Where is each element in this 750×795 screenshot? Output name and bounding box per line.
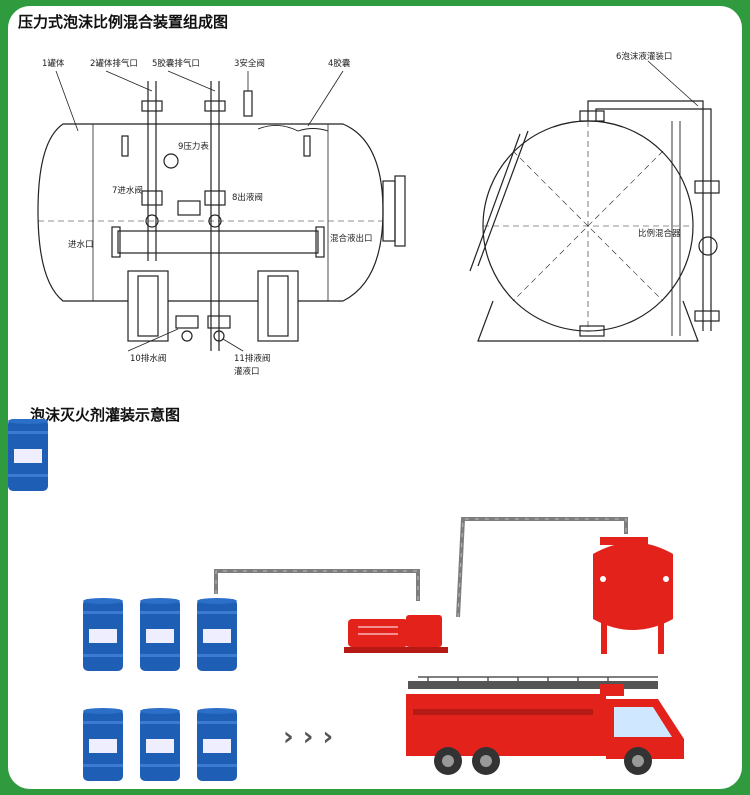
diagram-title: 压力式泡沫比例混合装置组成图 xyxy=(18,13,229,31)
label-6-foam-fill-port: 6泡沫液灌装口 xyxy=(616,51,672,62)
label-11-fill-port: 灌液口 xyxy=(234,366,260,377)
foam-storage-tank xyxy=(593,537,673,654)
direction-arrows: › › › xyxy=(283,722,333,752)
transfer-pump xyxy=(344,615,448,653)
label-10-drain-valve: 10排水阀 xyxy=(130,353,166,364)
tank-side-view xyxy=(37,81,406,351)
label-1-tank: 1罐体 xyxy=(42,58,65,69)
foam-barrels xyxy=(8,419,237,781)
foam-mixing-device-drawing: 1罐体 2罐体排气口 5胶囊排气口 3安全阀 4胶囊 9压力表 7进水阀 8出液… xyxy=(37,51,720,377)
label-7-inlet-valve: 7进水阀 xyxy=(112,185,143,196)
label-4-bladder: 4胶囊 xyxy=(328,58,351,69)
label-mix-outlet: 混合液出口 xyxy=(330,233,373,244)
label-5-bladder-vent: 5胶囊排气口 xyxy=(152,58,200,69)
label-8-outlet-valve: 8出液阀 xyxy=(232,192,263,203)
barrel xyxy=(8,419,48,491)
content-frame: 压力式泡沫比例混合装置组成图 xyxy=(8,6,742,789)
transfer-pipes xyxy=(214,517,628,618)
label-11-discharge-valve: 11排液阀 xyxy=(234,353,270,364)
filling-title: 泡沫灭火剂灌装示意图 xyxy=(30,406,181,424)
label-water-inlet: 进水口 xyxy=(68,239,94,250)
label-2-tank-vent: 2罐体排气口 xyxy=(90,58,138,69)
label-9-pressure-gauge: 9压力表 xyxy=(178,141,209,152)
label-3-safety-valve: 3安全阀 xyxy=(234,58,265,69)
tank-end-view xyxy=(469,60,720,342)
foam-filling-diagram: › › › xyxy=(8,419,684,781)
label-proportioner: 比例混合器 xyxy=(638,228,681,239)
fire-truck xyxy=(406,676,684,775)
